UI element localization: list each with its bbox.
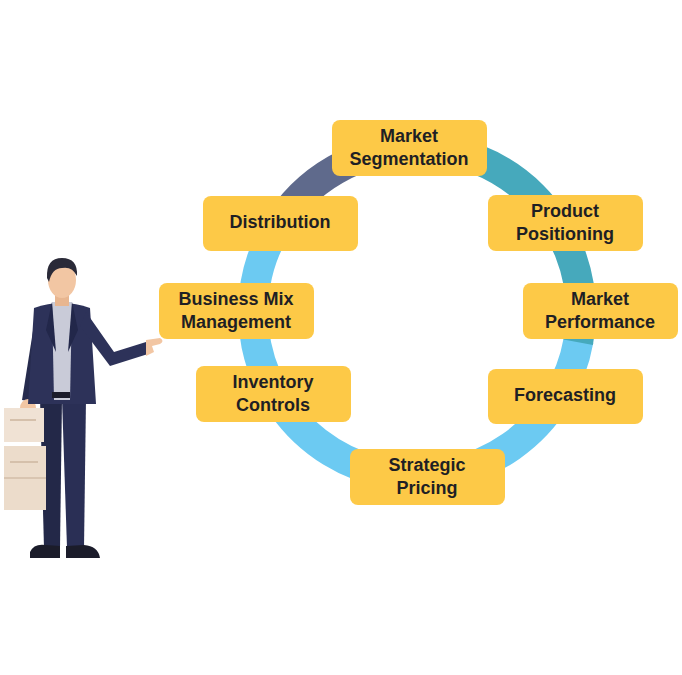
process-box: Distribution [203,196,358,251]
process-box: Strategic Pricing [350,449,505,506]
process-box: Product Positioning [488,195,643,252]
process-box: Market Segmentation [332,120,487,177]
process-box: Market Performance [523,283,678,340]
process-box: Forecasting [488,369,643,424]
box-label: Distribution [230,211,331,234]
box-label: Inventory Controls [204,371,343,418]
box-label: Business Mix Management [167,288,306,335]
box-label: Forecasting [514,384,616,407]
process-box: Business Mix Management [159,283,314,340]
box-label: Market Performance [531,288,670,335]
box-label: Strategic Pricing [358,454,497,501]
box-label: Product Positioning [496,200,635,247]
box-label: Market Segmentation [340,125,479,172]
process-box: Inventory Controls [196,366,351,423]
businessman-figure [4,258,163,558]
